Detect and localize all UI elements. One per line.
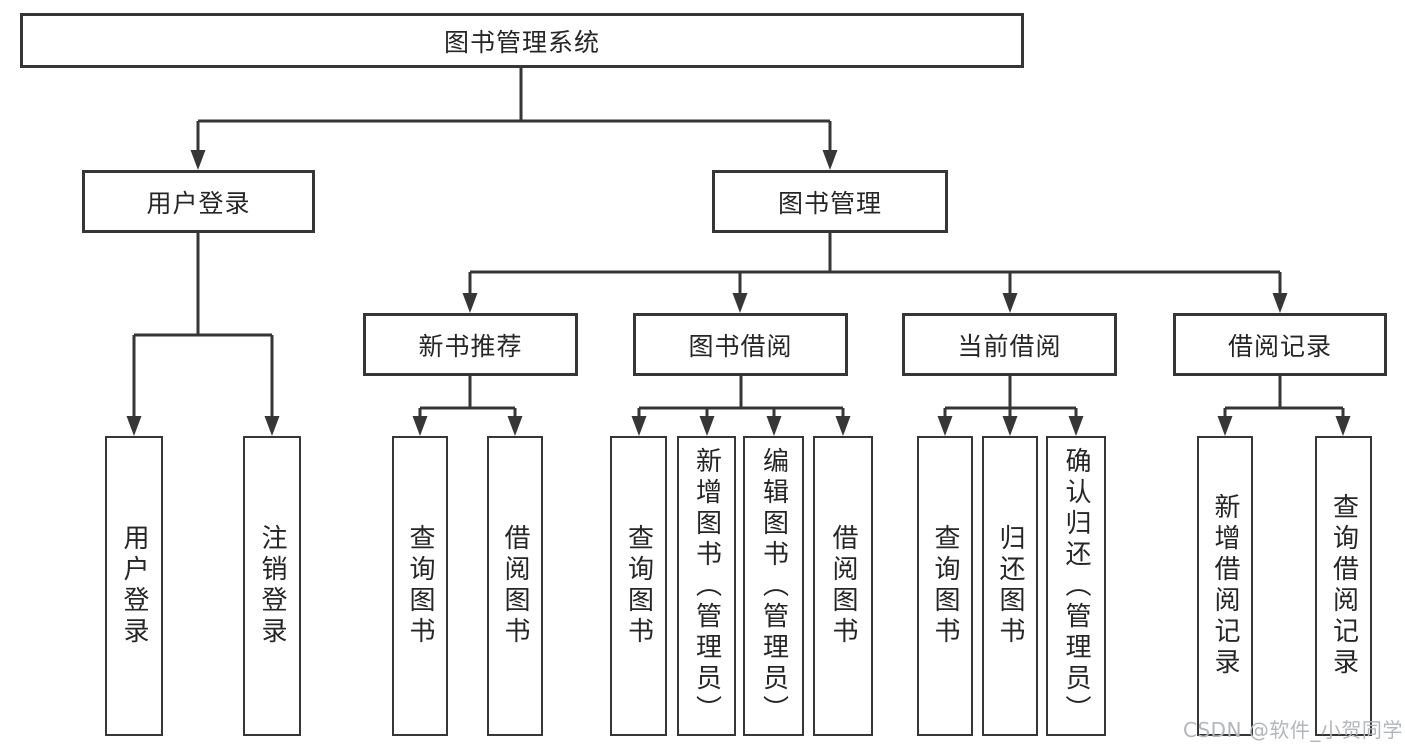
leaf-logout: 注销登录: [243, 436, 301, 736]
leaf-label: 借阅图书: [828, 524, 858, 648]
leaf-query-books-recommend: 查询图书: [392, 436, 448, 736]
csdn-watermark: CSDN @软件_小贺同学: [1183, 718, 1403, 742]
node-label: 当前借阅: [957, 331, 1062, 361]
leaf-label: 查询图书: [405, 524, 435, 648]
leaf-borrow-books-recommend: 借阅图书: [487, 436, 543, 736]
leaf-label: 用户登录: [119, 524, 149, 648]
leaf-label: 查询图书: [623, 524, 654, 648]
node-label: 图书管理系统: [443, 27, 600, 57]
node-label: 图书管理: [777, 188, 882, 218]
leaf-query-books-current: 查询图书: [917, 436, 973, 736]
leaf-label: 查询图书: [930, 524, 960, 648]
leaf-label: 编辑图书（管理员）: [758, 446, 789, 726]
leaf-label: 借阅图书: [500, 524, 530, 648]
node-current-borrowing: 当前借阅: [902, 313, 1117, 376]
arrowheads: [126, 150, 1351, 436]
leaf-label: 查询借阅记录: [1328, 493, 1359, 679]
node-book-borrowing: 图书借阅: [633, 313, 848, 376]
leaf-label: 新增借阅记录: [1210, 493, 1240, 679]
node-label: 借阅记录: [1227, 331, 1332, 361]
leaf-add-borrow-record: 新增借阅记录: [1197, 436, 1253, 736]
leaf-label: 注销登录: [257, 524, 287, 648]
node-label: 新书推荐: [418, 331, 523, 361]
leaf-user-login: 用户登录: [105, 436, 163, 736]
leaf-query-borrow-record: 查询借阅记录: [1315, 436, 1372, 736]
node-label: 图书借阅: [688, 331, 793, 361]
leaf-edit-book-admin: 编辑图书（管理员）: [743, 436, 804, 736]
leaf-confirm-return-admin: 确认归还（管理员）: [1046, 436, 1106, 736]
node-library-system: 图书管理系统: [20, 13, 1024, 68]
node-new-book-recommend: 新书推荐: [363, 313, 578, 376]
leaf-query-books-borrowing: 查询图书: [610, 436, 667, 736]
node-book-management: 图书管理: [712, 170, 948, 233]
node-user-login: 用户登录: [82, 170, 315, 233]
leaf-label: 确认归还（管理员）: [1061, 446, 1091, 726]
leaf-add-book-admin: 新增图书（管理员）: [677, 436, 736, 736]
leaf-return-book: 归还图书: [982, 436, 1038, 736]
leaf-label: 新增图书（管理员）: [691, 446, 722, 726]
leaf-label: 归还图书: [995, 524, 1025, 648]
node-borrowing-records: 借阅记录: [1173, 313, 1387, 376]
leaf-borrow-books-borrowing: 借阅图书: [813, 436, 873, 736]
node-label: 用户登录: [146, 188, 251, 218]
